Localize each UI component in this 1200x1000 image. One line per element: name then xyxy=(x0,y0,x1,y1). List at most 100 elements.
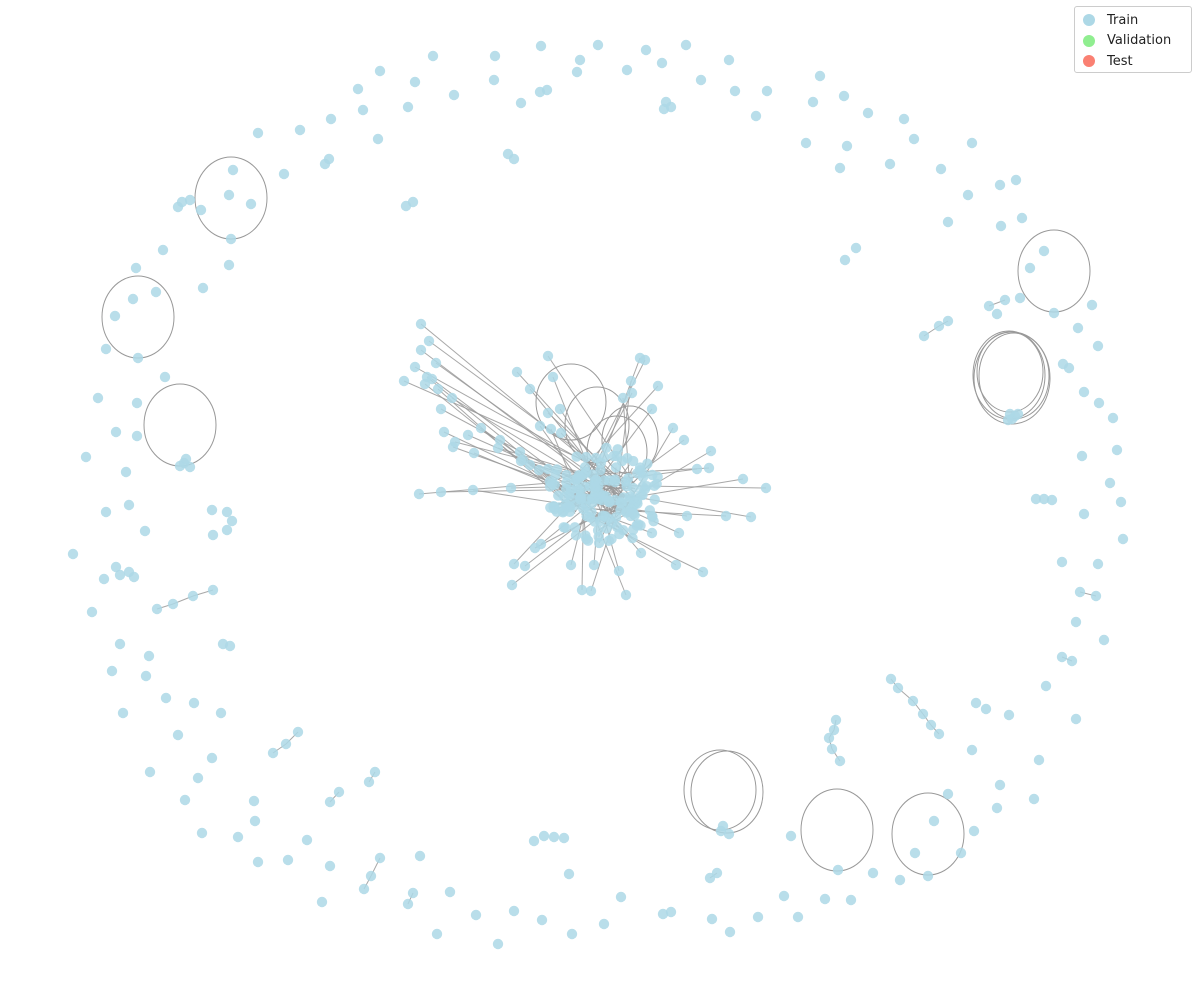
graph-node xyxy=(319,158,331,170)
graph-node xyxy=(1098,634,1110,646)
legend-label-validation: Validation xyxy=(1107,33,1172,49)
graph-node xyxy=(697,566,709,578)
graph-node xyxy=(574,54,586,66)
self-loop-edge xyxy=(143,383,217,467)
graph-node xyxy=(150,286,162,298)
graph-node xyxy=(435,486,447,498)
graph-node xyxy=(563,868,575,880)
graph-node xyxy=(706,913,718,925)
graph-node xyxy=(1056,651,1068,663)
legend-label-train: Train xyxy=(1107,12,1139,28)
graph-node xyxy=(761,85,773,97)
graph-node xyxy=(628,508,639,519)
graph-node xyxy=(1086,299,1098,311)
graph-node xyxy=(561,469,572,481)
graph-node xyxy=(991,802,1003,814)
graph-node xyxy=(658,103,670,115)
graph-node xyxy=(223,259,235,271)
graph-node xyxy=(548,500,559,512)
graph-node xyxy=(548,831,560,843)
graph-node xyxy=(324,860,336,872)
graph-node xyxy=(600,511,611,522)
graph-node xyxy=(448,89,460,101)
graph-node xyxy=(508,558,520,570)
graph-node xyxy=(475,422,487,434)
graph-node xyxy=(1117,533,1129,545)
graph-node xyxy=(592,525,604,536)
graph-node xyxy=(1046,494,1058,506)
graph-node xyxy=(207,529,219,541)
graph-node xyxy=(894,874,906,886)
graph-node xyxy=(723,54,735,66)
graph-node xyxy=(492,442,504,454)
graph-node xyxy=(917,708,929,720)
graph-node xyxy=(649,480,660,492)
graph-node xyxy=(966,744,978,756)
graph-node xyxy=(800,137,812,149)
graph-node xyxy=(962,189,974,201)
graph-node xyxy=(333,786,345,798)
graph-node xyxy=(695,74,707,86)
graph-node xyxy=(1003,709,1015,721)
graph-node xyxy=(462,429,474,441)
graph-node xyxy=(414,850,426,862)
graph-node xyxy=(942,788,954,800)
graph-node xyxy=(828,724,840,736)
graph-node xyxy=(184,194,196,206)
graph-node xyxy=(565,559,577,571)
graph-node xyxy=(488,74,500,86)
graph-node xyxy=(372,133,384,145)
graph-node xyxy=(571,66,583,78)
graph-node xyxy=(427,50,439,62)
graph-node xyxy=(667,422,679,434)
graph-node xyxy=(492,938,504,950)
graph-node xyxy=(826,743,838,755)
graph-node xyxy=(365,870,377,882)
graph-node xyxy=(1066,655,1078,667)
graph-node xyxy=(292,726,304,738)
graph-node xyxy=(80,451,92,463)
graph-node xyxy=(720,510,732,522)
graph-node xyxy=(613,565,625,577)
graph-node xyxy=(409,76,421,88)
graph-node xyxy=(703,462,715,474)
graph-node xyxy=(585,585,597,597)
graph-node xyxy=(407,887,419,899)
train-marker xyxy=(1083,14,1095,27)
graph-node xyxy=(515,455,527,467)
graph-node xyxy=(419,378,431,390)
graph-node xyxy=(616,455,628,467)
graph-node xyxy=(225,233,237,245)
graph-node xyxy=(127,293,139,305)
graph-node xyxy=(995,220,1007,232)
graph-node xyxy=(595,465,606,476)
graph-node xyxy=(282,854,294,866)
graph-node xyxy=(444,886,456,898)
graph-node xyxy=(232,831,244,843)
graph-node xyxy=(252,127,264,139)
graph-node xyxy=(352,83,364,95)
graph-node xyxy=(1074,586,1086,598)
graph-node xyxy=(167,598,179,610)
graph-node xyxy=(131,397,143,409)
graph-node xyxy=(1076,450,1088,462)
graph-node xyxy=(723,828,735,840)
graph-node xyxy=(524,459,536,471)
graph-node xyxy=(814,70,826,82)
graph-node xyxy=(898,113,910,125)
graph-node xyxy=(438,426,450,438)
graph-node xyxy=(785,830,797,842)
self-loop-edge xyxy=(535,363,607,441)
graph-node xyxy=(324,796,336,808)
node-layer xyxy=(67,39,1129,950)
graph-node xyxy=(601,523,612,534)
self-loop-edge xyxy=(683,749,757,831)
graph-node xyxy=(991,308,1003,320)
graph-node xyxy=(514,446,526,458)
graph-node xyxy=(610,512,622,523)
graph-node xyxy=(620,589,632,601)
graph-node xyxy=(955,847,967,859)
graph-node xyxy=(176,196,188,208)
graph-node xyxy=(635,547,647,559)
